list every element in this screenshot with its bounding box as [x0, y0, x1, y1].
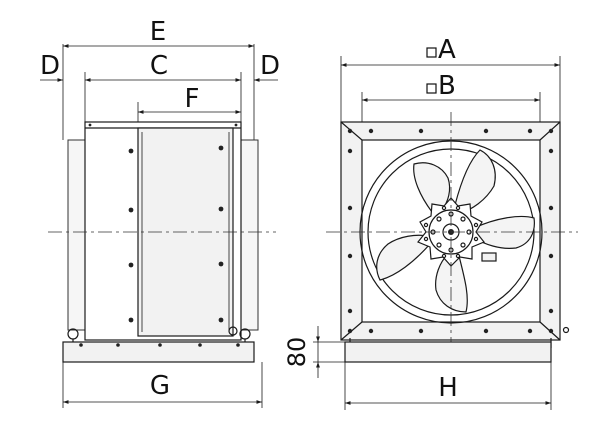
- dimension-B: B: [362, 71, 540, 102]
- dimension-A: A: [341, 35, 560, 67]
- front-view: [313, 56, 578, 410]
- label-A: A: [438, 35, 456, 65]
- label-G: G: [150, 371, 170, 401]
- side-bolts: [88, 123, 238, 323]
- side-view: [48, 44, 276, 408]
- dimension-G: G: [62, 371, 262, 404]
- label-F: F: [185, 84, 200, 114]
- dimension-H: H: [345, 373, 551, 405]
- dimension-C: C: [85, 51, 241, 82]
- square-symbol-icon: [426, 47, 437, 58]
- label-C: C: [150, 51, 168, 81]
- frame-bolts: [347, 128, 554, 334]
- label-E: E: [150, 17, 166, 47]
- dimension-F: F: [138, 84, 241, 114]
- dimension-E: E: [62, 17, 254, 48]
- fan-blades: [376, 149, 535, 313]
- label-D-right: D: [260, 51, 280, 81]
- square-symbol-icon: [426, 83, 437, 94]
- dimension-80: 80: [283, 326, 320, 378]
- label-H: H: [438, 373, 458, 403]
- dimension-D-left: D: [40, 51, 63, 82]
- label-B: B: [438, 71, 456, 101]
- dimension-D-right: D: [254, 51, 280, 82]
- label-D-left: D: [40, 51, 60, 81]
- label-80: 80: [283, 337, 311, 368]
